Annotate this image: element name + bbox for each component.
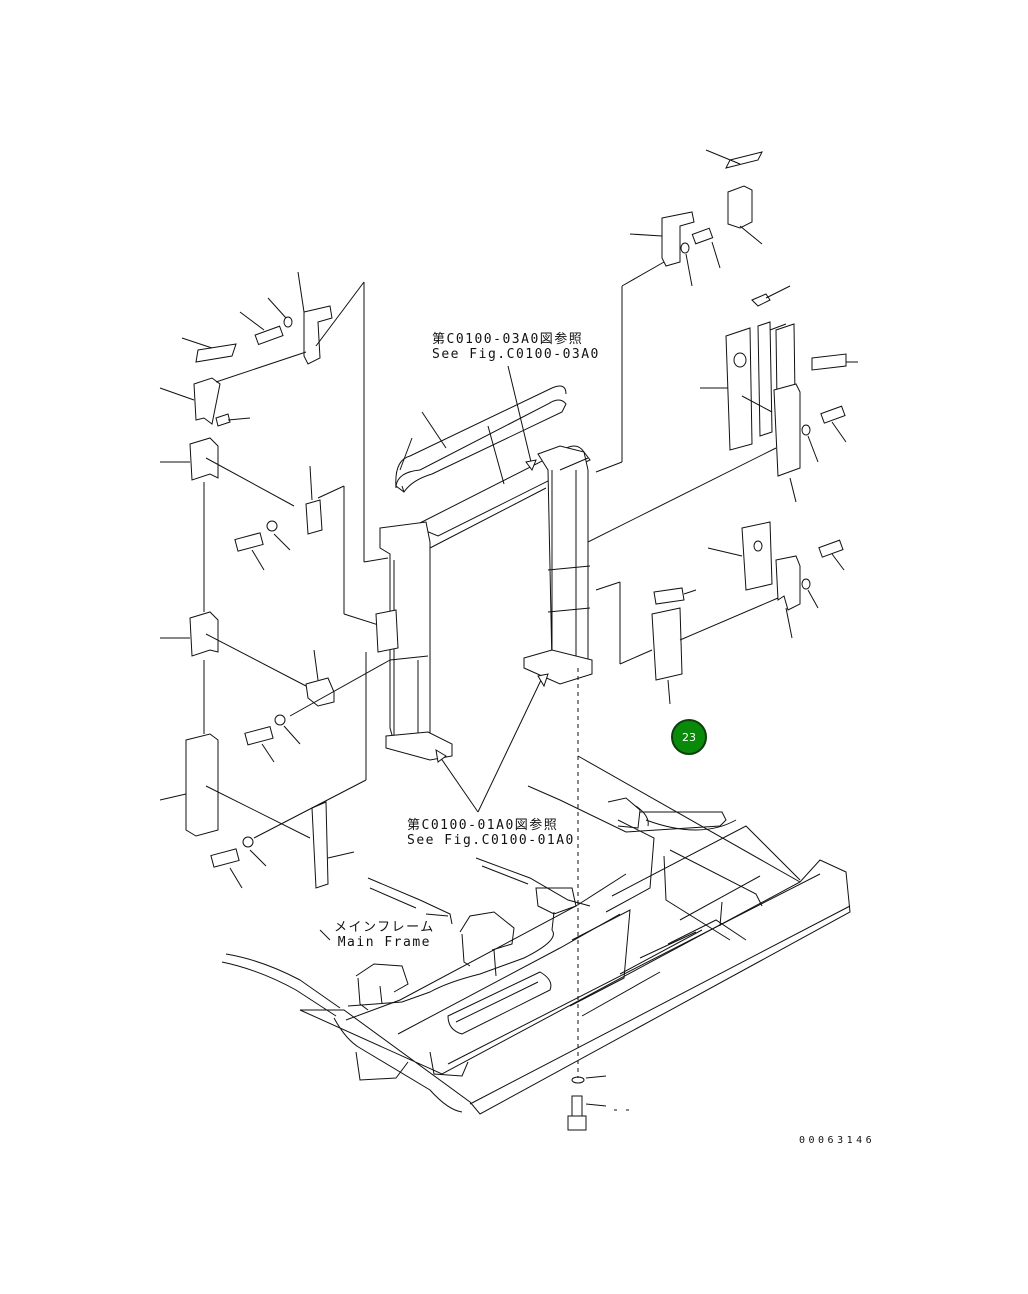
part-hotspot-number: 23 bbox=[682, 730, 696, 744]
left-middle-bracket-group bbox=[160, 437, 389, 629]
main-frame-body bbox=[221, 755, 851, 1115]
bottom-mounting-bolt bbox=[567, 668, 629, 1131]
central-stay-frame bbox=[375, 365, 593, 813]
part-hotspot-23[interactable]: 23 bbox=[671, 719, 707, 755]
main-frame-line2: Main Frame bbox=[337, 935, 431, 950]
left-upper-bracket-group bbox=[159, 271, 389, 563]
main-frame-line1: メインフレーム bbox=[334, 920, 435, 935]
upper-right-bracket-group bbox=[595, 149, 763, 473]
right-lower-plate-group bbox=[595, 521, 845, 705]
reference-bottom-line2: See Fig.C0100-01A0 bbox=[407, 833, 575, 848]
right-middle-plate-group bbox=[559, 285, 858, 557]
reference-bottom-label: 第C0100-01A0図参照 See Fig.C0100-01A0 bbox=[407, 818, 575, 848]
reference-top-line2: See Fig.C0100-03A0 bbox=[432, 347, 600, 362]
main-frame-label: メインフレーム Main Frame bbox=[334, 920, 435, 950]
reference-top-label: 第C0100-03A0図参照 See Fig.C0100-03A0 bbox=[432, 332, 600, 362]
reference-bottom-line1: 第C0100-01A0図参照 bbox=[407, 818, 559, 833]
reference-top-line1: 第C0100-03A0図参照 bbox=[432, 332, 584, 347]
left-lower-bracket-group bbox=[159, 611, 391, 889]
document-number: 00063146 bbox=[799, 1135, 876, 1146]
